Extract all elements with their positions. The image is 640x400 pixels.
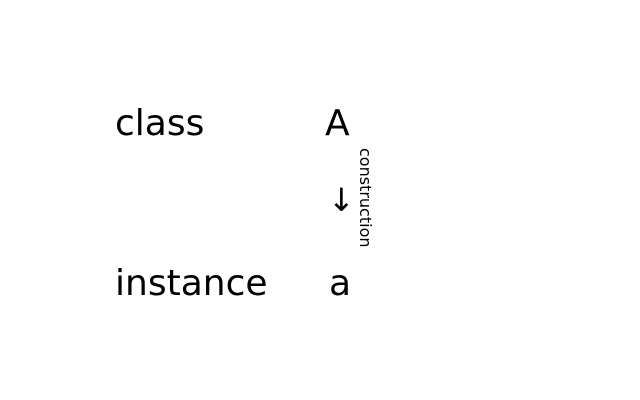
- construction-edge-label: construction: [356, 148, 375, 248]
- instance-row-label: instance: [115, 263, 268, 304]
- instance-node: a: [329, 263, 352, 304]
- class-row-label: class: [115, 103, 205, 144]
- construction-arrow-icon: ↓: [328, 181, 355, 219]
- class-node: A: [325, 103, 350, 144]
